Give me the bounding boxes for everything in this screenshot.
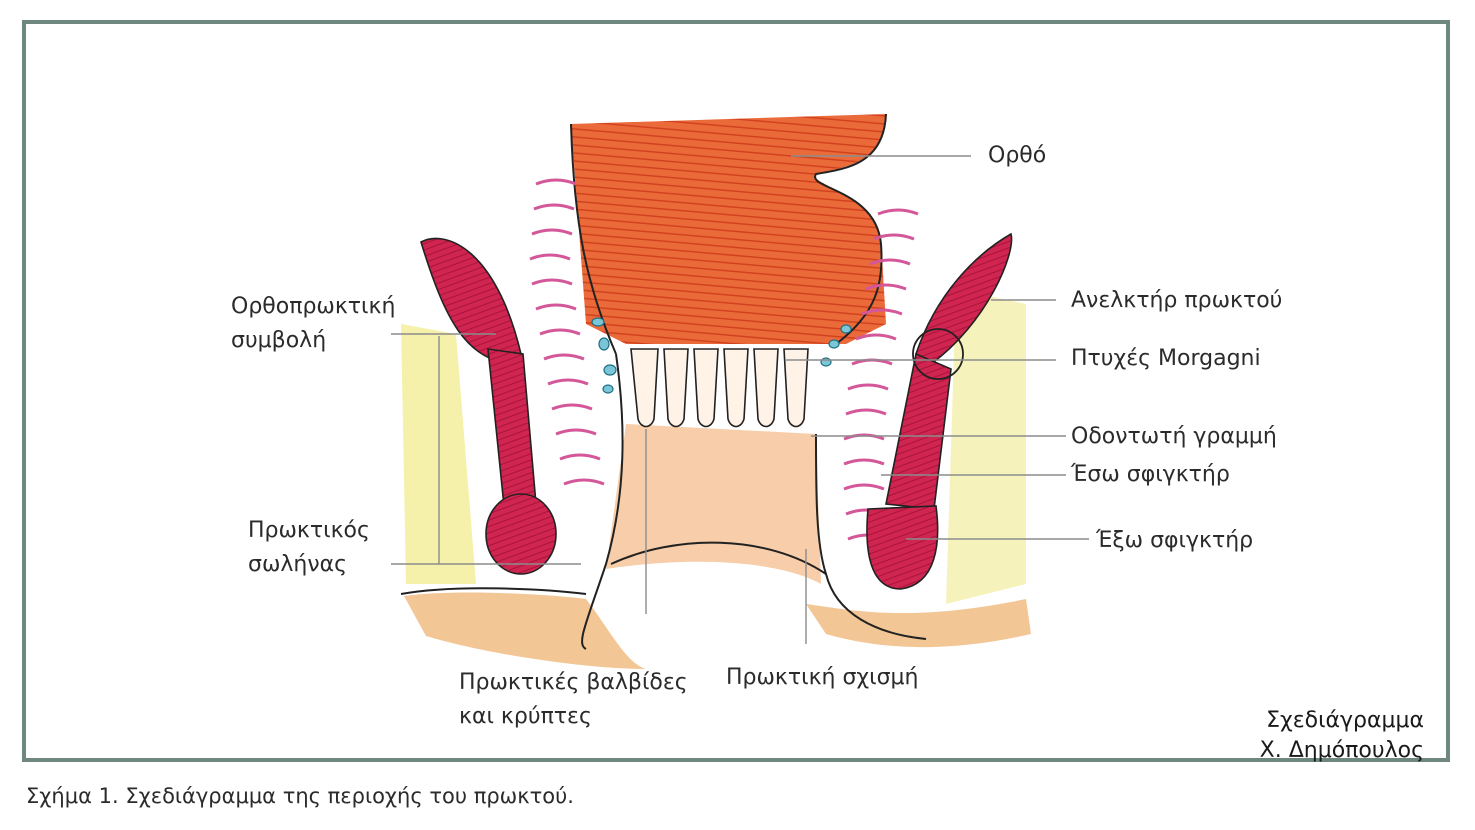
label-anal-canal: Πρωκτικός σωλήνας xyxy=(248,518,370,577)
anatomy-drawing xyxy=(391,113,1089,669)
skin-left xyxy=(404,592,646,669)
label-dentate-line: Οδοντωτή γραμμή xyxy=(1071,424,1277,449)
figure-caption: Σχήμα 1. Σχεδιάγραμμα της περιοχής του π… xyxy=(26,784,574,808)
label-anorectal-junction: Ορθοπρωκτική συμβολή xyxy=(231,294,396,353)
internal-sphincter-right xyxy=(885,352,952,510)
label-internal-sphincter: Έσω σφιγκτήρ xyxy=(1071,462,1230,487)
skin-right xyxy=(806,599,1031,648)
leader-lines xyxy=(391,155,1089,644)
morgagni-columns xyxy=(630,348,809,428)
rectum-mucosa xyxy=(571,114,886,344)
morgagni-circle-right xyxy=(912,328,964,380)
external-sphincter-left xyxy=(485,493,557,575)
anal-canal xyxy=(606,424,821,584)
caption-text: Σχεδιάγραμμα της περιοχής του πρωκτού. xyxy=(125,784,574,808)
label-levator-ani: Ανελκτήρ πρωκτού xyxy=(1071,288,1283,313)
caption-number: Σχήμα 1. xyxy=(26,784,119,808)
internal-sphincter-left xyxy=(487,348,537,507)
label-morgagni-folds: Πτυχές Morgagni xyxy=(1071,346,1261,371)
fat-right xyxy=(946,289,1026,604)
label-anal-valves: Πρωκτικές βαλβίδες και κρύπτες xyxy=(459,670,688,729)
figure-frame: Ορθό Ανελκτήρ πρωκτού Πτυχές Morgagni Οδ… xyxy=(22,20,1450,763)
drawing-credit: Σχεδιάγραμμα Χ. Δημόπουλος xyxy=(1259,708,1424,763)
label-anal-fissure: Πρωκτική σχισμή xyxy=(726,665,919,690)
external-sphincter-right xyxy=(866,505,939,590)
vessels xyxy=(591,317,852,394)
label-rectum: Ορθό xyxy=(988,143,1047,168)
submucosa-coils-left xyxy=(529,178,605,486)
label-external-sphincter: Έξω σφιγκτήρ xyxy=(1096,528,1254,553)
